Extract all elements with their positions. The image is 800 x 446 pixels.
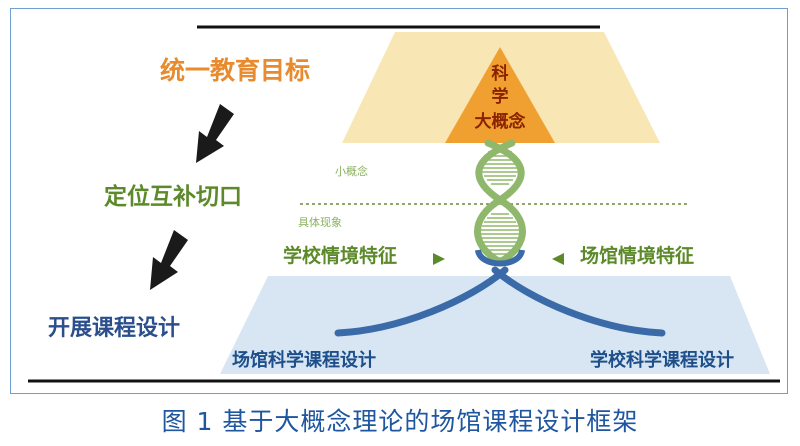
school-context-features: 学校情境特征 (283, 245, 398, 267)
level-small-concept: 小概念 (335, 165, 368, 178)
apex-label-line-1: 科 (491, 64, 509, 84)
school-course-design: 学校科学课程设计 (590, 350, 734, 371)
bottom-trapezoid (220, 276, 770, 374)
step-course-design: 开展课程设计 (48, 316, 181, 341)
venue-context-features: 场馆情境特征 (580, 245, 695, 267)
apex-label-line-2: 学 (491, 87, 509, 107)
blue-strand-to-venue (334, 266, 509, 337)
venue-course-design: 场馆科学课程设计 (232, 350, 376, 371)
down-arrow-icon (150, 230, 188, 290)
apex-label-line-3: 大概念 (474, 112, 526, 132)
figure-caption: 图 1 基于大概念理论的场馆课程设计框架 (161, 407, 639, 436)
step-unify-goals: 统一教育目标 (160, 56, 311, 85)
step-position-complement: 定位互补切口 (104, 184, 242, 210)
school-pointer-icon (433, 253, 445, 265)
helix-strand-right (474, 139, 525, 266)
down-arrow-icon (196, 104, 234, 163)
apex-triangle (445, 47, 555, 143)
level-phenomena: 具体现象 (298, 216, 342, 229)
helix-rungs (481, 151, 519, 259)
venue-pointer-icon (552, 253, 564, 265)
helix-blue-join (475, 249, 525, 267)
blue-strand-to-school (491, 266, 666, 337)
